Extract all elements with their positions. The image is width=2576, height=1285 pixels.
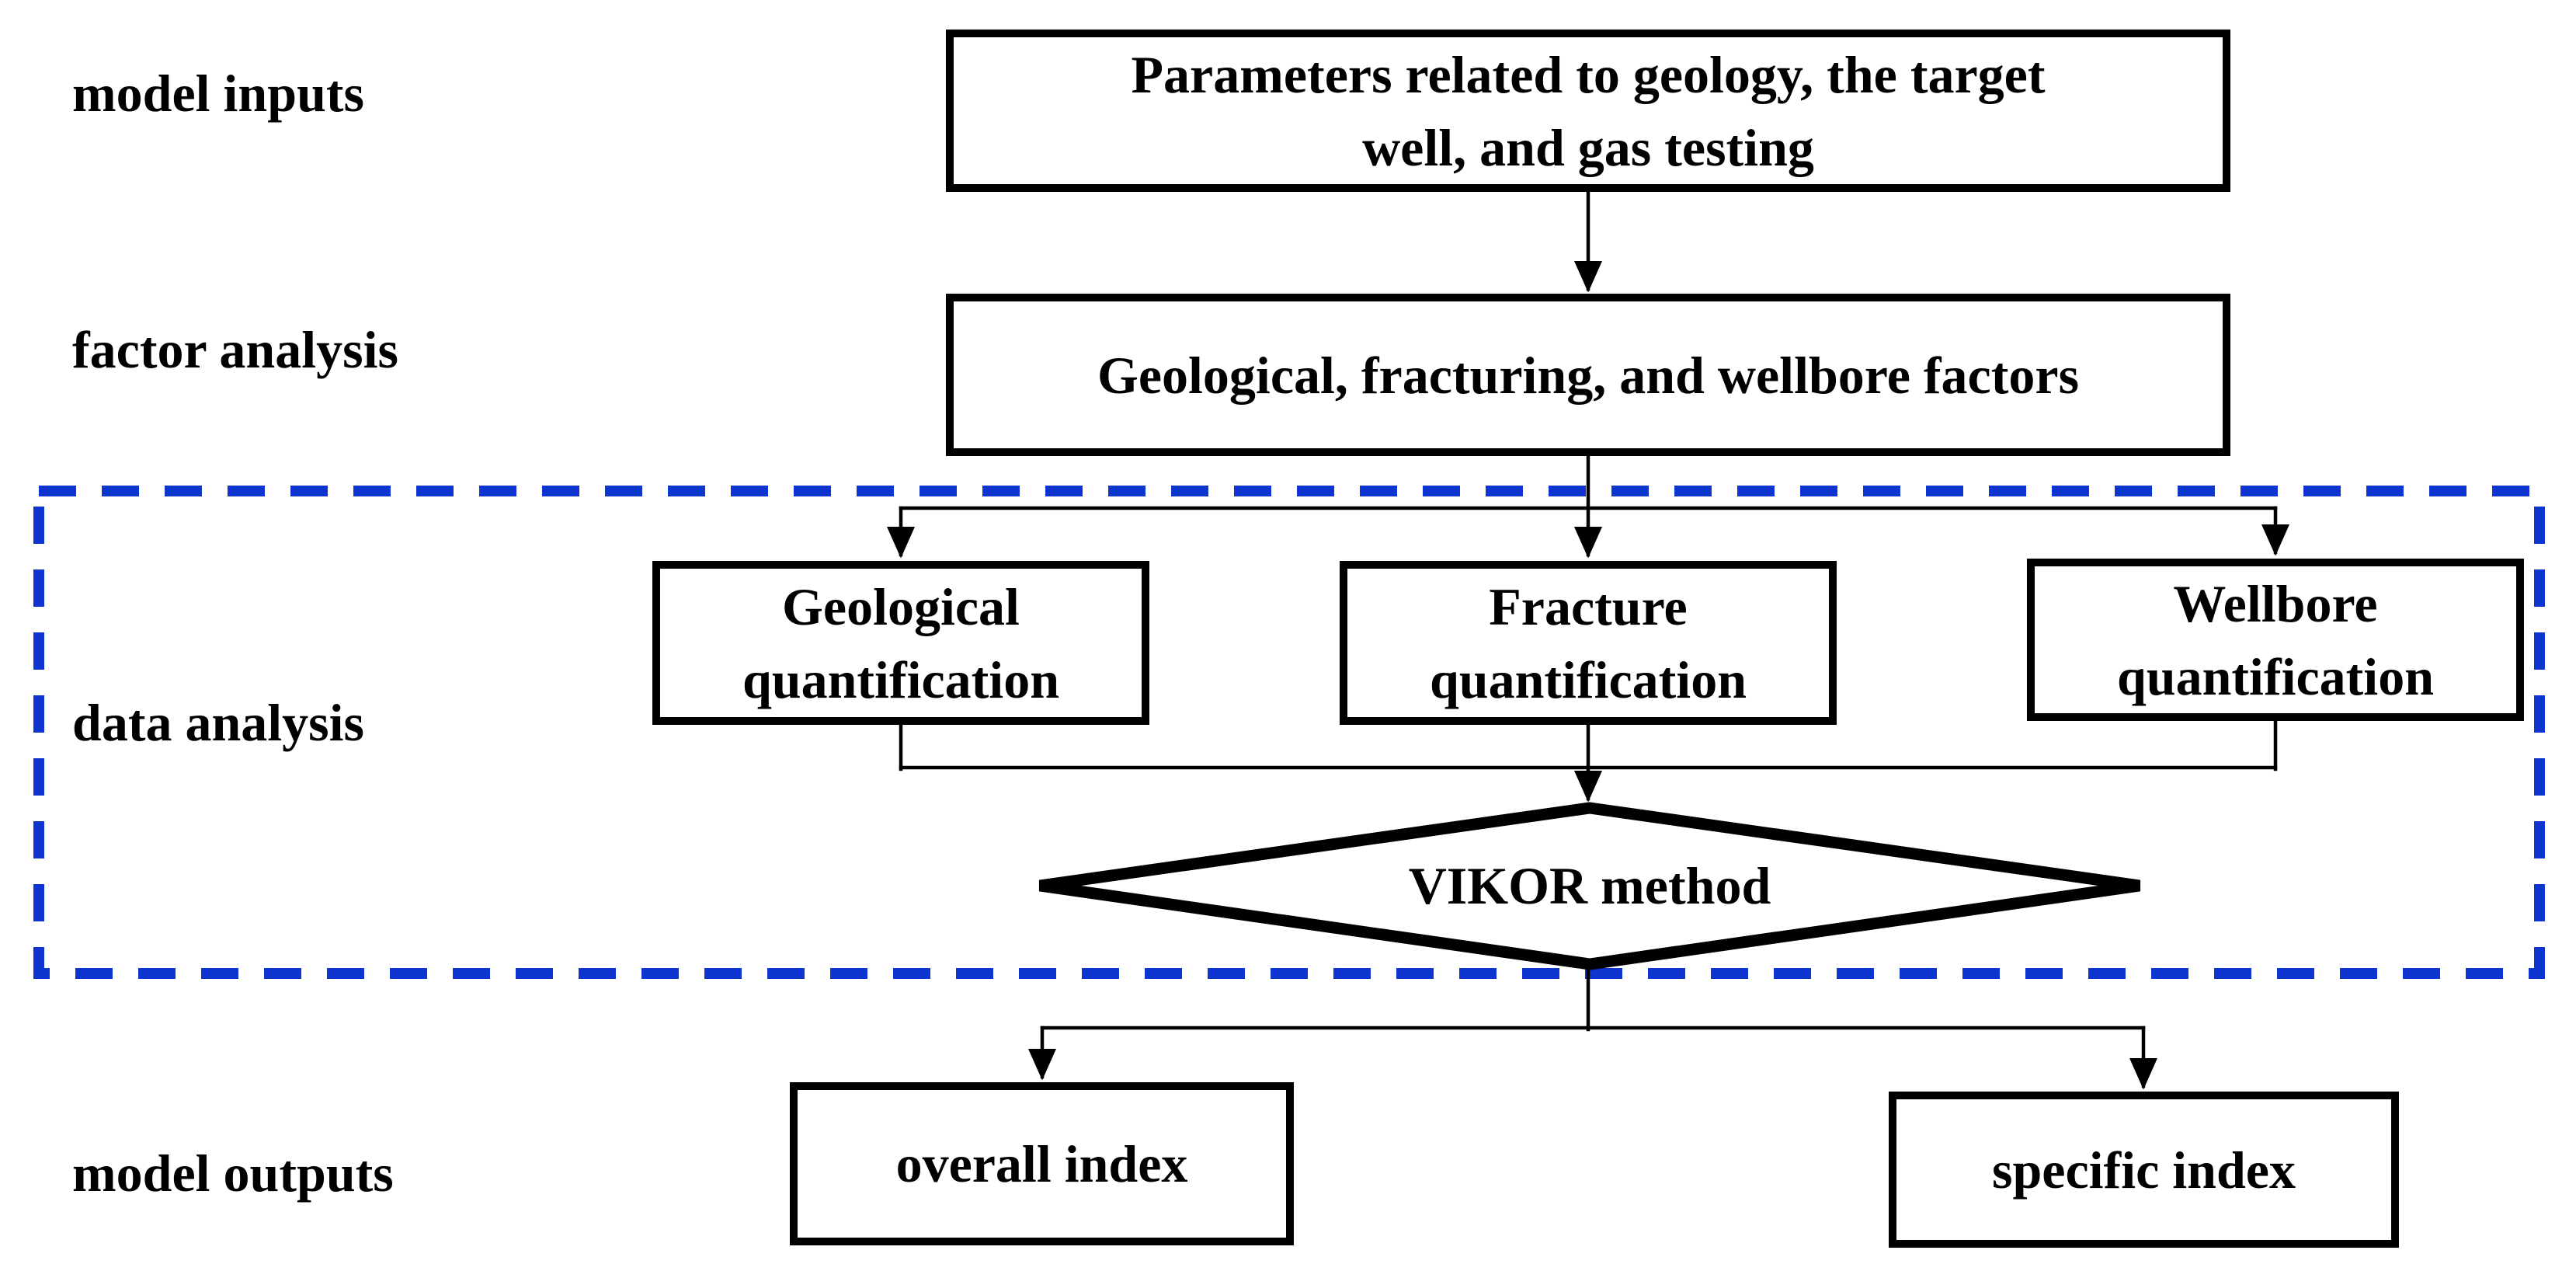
vikor-diamond-shape <box>1038 802 2141 970</box>
box-wellbore-quantification: Wellbore quantification <box>2027 559 2524 721</box>
diamond-vikor-method: VIKOR method <box>1408 856 1771 915</box>
row-label-factor-analysis: factor analysis <box>72 319 398 379</box>
box-fracture-quantification: Fracture quantification <box>1340 561 1837 725</box>
row-label-model-outputs: model outputs <box>72 1143 394 1203</box>
row-label-model-inputs: model inputs <box>72 63 364 123</box>
connector-lines <box>887 190 2289 1090</box>
box-geological-quantification: Geological quantification <box>652 561 1149 725</box>
box-specific-index: specific index <box>1889 1092 2399 1248</box>
box-factor-analysis: Geological, fracturing, and wellbore fac… <box>946 294 2230 456</box>
data-analysis-dashed-region <box>33 486 2545 979</box>
box-model-inputs: Parameters related to geology, the targe… <box>946 30 2230 192</box>
row-label-data-analysis: data analysis <box>72 692 364 752</box>
box-overall-index: overall index <box>790 1082 1294 1245</box>
